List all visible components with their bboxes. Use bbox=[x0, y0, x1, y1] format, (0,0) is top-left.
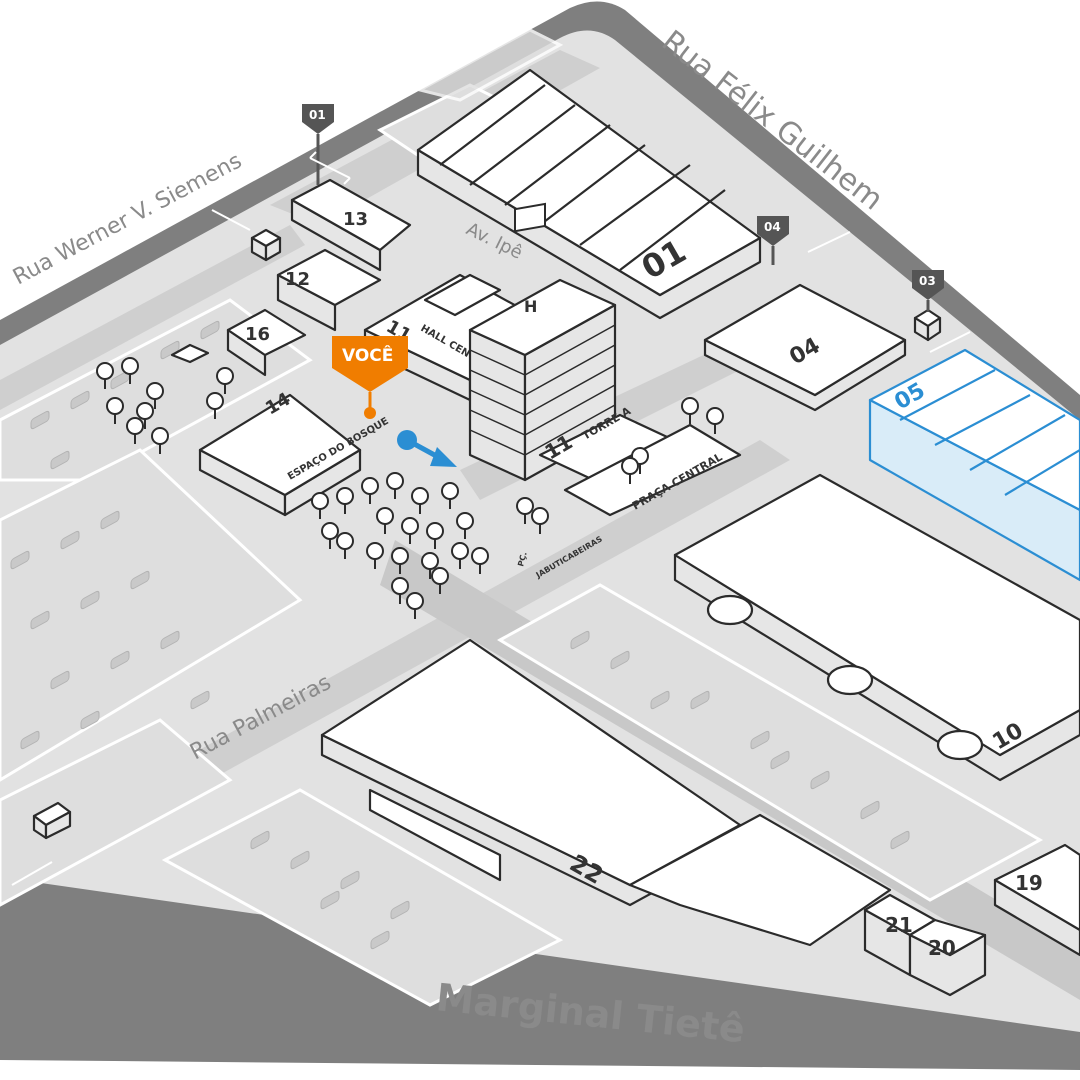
gate-03-label: 03 bbox=[919, 274, 936, 288]
building-22[interactable]: 22 bbox=[320, 638, 892, 947]
building-19[interactable]: 19 bbox=[993, 843, 1080, 957]
gate-04-pin[interactable]: 04 bbox=[757, 216, 789, 265]
building-16[interactable]: 16 bbox=[226, 308, 307, 377]
building-12-label: 12 bbox=[285, 269, 310, 290]
pc-label: PÇ. bbox=[516, 551, 529, 568]
gate-04-label: 04 bbox=[764, 220, 781, 234]
building-16-label: 16 bbox=[245, 324, 270, 345]
building-19-label: 19 bbox=[1015, 871, 1043, 895]
direction-arrow bbox=[397, 430, 457, 467]
building-20[interactable]: 20 bbox=[908, 918, 987, 997]
building-11-torre-a[interactable]: H 11 TORRE A bbox=[468, 202, 697, 492]
kiosks bbox=[32, 228, 942, 840]
you-are-here-marker[interactable]: VOCÊ bbox=[332, 336, 408, 419]
building-05[interactable]: 05 bbox=[868, 348, 1080, 582]
building-13[interactable]: 13 bbox=[290, 178, 412, 272]
gate-01-label: 01 bbox=[309, 108, 326, 122]
building-01[interactable]: 01 bbox=[416, 68, 762, 320]
heliport-label: H bbox=[524, 297, 537, 316]
building-04[interactable]: 04 bbox=[703, 283, 907, 412]
gate-01-pin[interactable]: 01 bbox=[302, 104, 334, 185]
entry-arrows bbox=[11, 151, 971, 886]
gate-03-pin[interactable]: 03 bbox=[912, 270, 944, 312]
building-12[interactable]: 12 bbox=[276, 248, 382, 332]
building-13-label: 13 bbox=[343, 209, 368, 230]
you-label: VOCÊ bbox=[342, 344, 393, 366]
building-14-espaco-do-bosque[interactable]: 14 ESPAÇO DO BOSQUE bbox=[198, 389, 391, 517]
building-21-label: 21 bbox=[885, 913, 913, 937]
building-10[interactable]: 10 bbox=[673, 473, 1080, 782]
building-20-label: 20 bbox=[928, 936, 956, 960]
